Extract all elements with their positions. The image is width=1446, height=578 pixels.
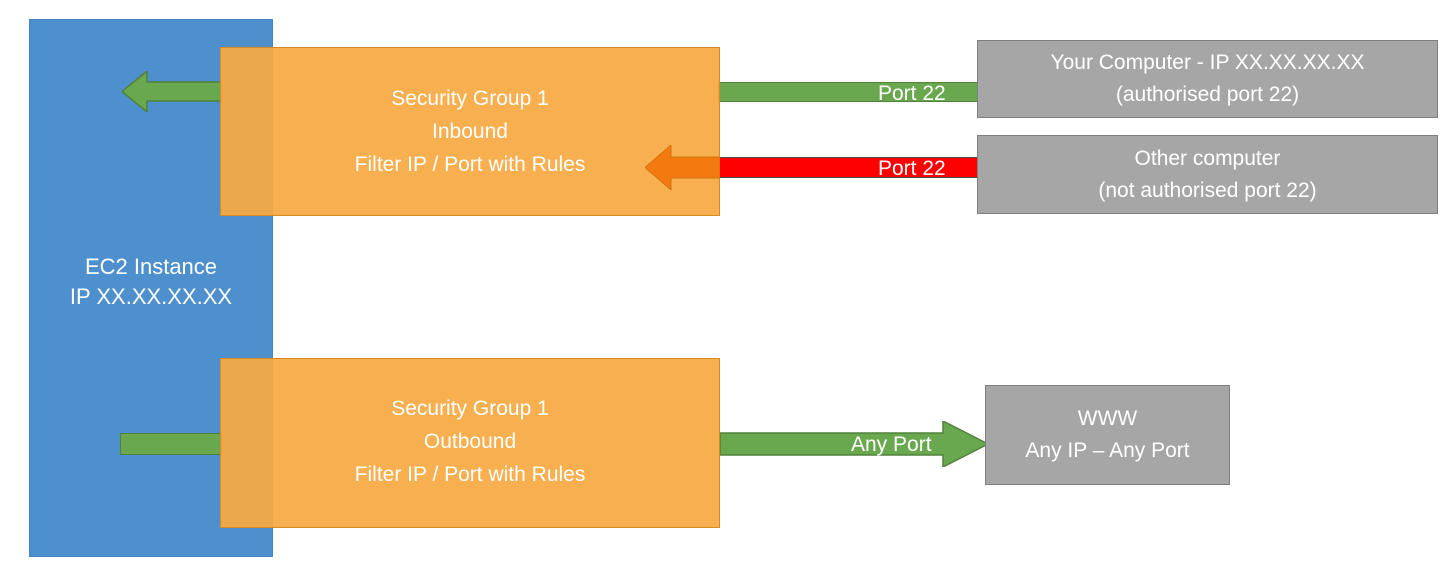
ec2-instance-label: EC2 Instance IP XX.XX.XX.XX <box>69 254 233 309</box>
security-group-inbound-box <box>220 47 720 216</box>
host-your-computer-box: Your Computer - IP XX.XX.XX.XX (authoris… <box>977 40 1438 118</box>
host-other-computer-box: Other computer (not authorised port 22) <box>977 135 1438 214</box>
connector-blocked-port22-bar <box>718 157 978 178</box>
arrow-outbound-allowed-icon <box>720 421 988 467</box>
connector-outbound-source-bar <box>120 433 222 455</box>
arrow-inbound-blocked-icon <box>645 145 720 190</box>
security-group-outbound-box <box>220 358 720 528</box>
host-www-box: WWW Any IP – Any Port <box>985 385 1230 485</box>
connector-allowed-port22-bar <box>718 82 978 102</box>
arrow-inbound-allowed-icon <box>122 71 222 112</box>
